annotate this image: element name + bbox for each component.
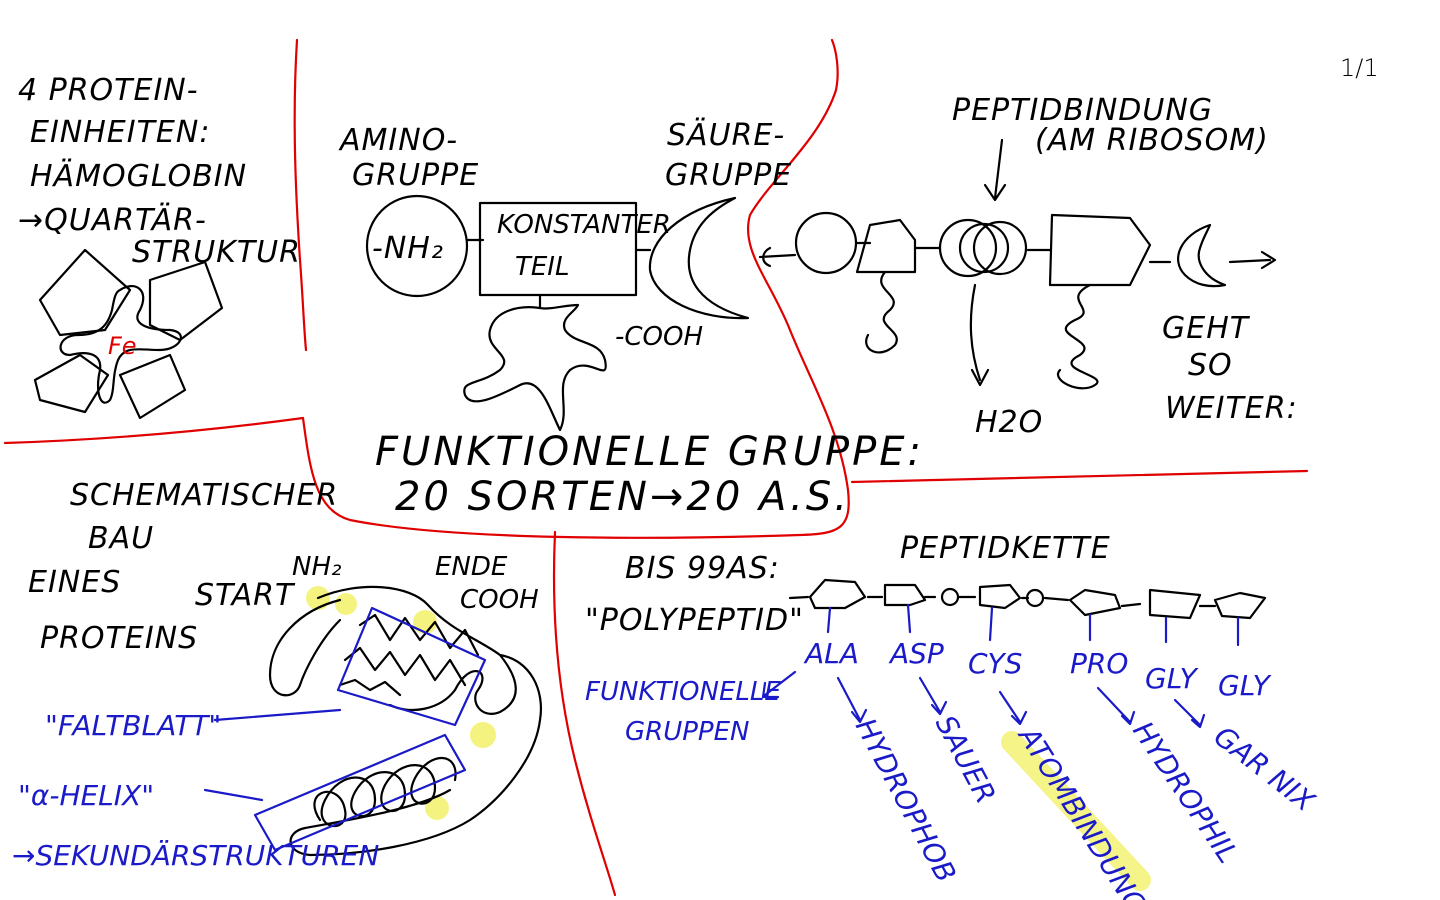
amino-gruppe-label-2: GRUPPE xyxy=(352,158,479,193)
helix-box xyxy=(253,733,467,852)
faltblatt-label: "FALTBLATT" xyxy=(45,709,221,742)
residue-pro: PRO xyxy=(1070,647,1128,680)
schema-line-4: PROTEINS xyxy=(40,621,198,656)
quartar-line-5: STRUKTUR xyxy=(132,235,301,270)
faltblatt-zigzag xyxy=(338,613,480,697)
divider-right-horizontal xyxy=(850,469,1309,484)
page-indicator: 1/1 xyxy=(1340,54,1379,82)
iron-fe-label: Fe xyxy=(108,332,137,360)
divider-left-vertical xyxy=(293,38,308,352)
amino-gruppe-label-1: AMINO- xyxy=(338,123,458,158)
section-aminosaeure: AMINO- GRUPPE -NH₂ KONSTANTER TEIL SÄURE… xyxy=(338,117,924,520)
start-nh2-label: NH₂ xyxy=(292,552,341,582)
cooh-label: -COOH xyxy=(615,322,703,352)
functional-group-squiggle xyxy=(463,294,607,432)
faltblatt-box xyxy=(336,606,487,727)
residue-gly-2: GLY xyxy=(1218,669,1272,702)
ende-cooh-label: COOH xyxy=(460,585,539,615)
geht-label-3: WEITER: xyxy=(1165,391,1298,426)
geht-label-1: GEHT xyxy=(1162,311,1251,346)
schema-line-3: EINES xyxy=(28,565,121,600)
section-peptidkette: BIS 99AS: "POLYPEPTID" PEPTIDKETTE ALA A… xyxy=(585,531,1321,900)
section-dividers xyxy=(3,38,1309,897)
residue-gly-1: GLY xyxy=(1145,662,1199,695)
quartar-line-4: →QUARTÄR- xyxy=(18,202,207,238)
protein-backbone xyxy=(268,585,543,857)
divider-bottom-vertical xyxy=(552,530,617,897)
ende-label: ENDE xyxy=(435,552,508,582)
section-quartaerstruktur: 4 PROTEIN- EINHEITEN: HÄMOGLOBIN →QUARTÄ… xyxy=(18,73,301,420)
section-peptidbindung: PEPTIDBINDUNG (AM RIBOSOM) H2O GEHT SO W… xyxy=(758,93,1298,440)
peptidbindung-arrow xyxy=(983,138,1007,202)
funktionelle-gruppen-label-1: FUNKTIONELLE xyxy=(585,677,781,707)
konstanter-teil-label-1: KONSTANTER xyxy=(497,210,671,240)
property-gar-nix: GAR NIX xyxy=(1208,720,1322,819)
bis-99as-label: BIS 99AS: xyxy=(625,551,780,586)
funktionelle-gruppe-label: FUNKTIONELLE GRUPPE: xyxy=(375,429,924,475)
schema-line-1: SCHEMATISCHER xyxy=(70,478,338,513)
start-label: START xyxy=(195,578,296,613)
peptidkette-title: PEPTIDKETTE xyxy=(900,531,1111,566)
property-sauer: SAUER xyxy=(929,710,1003,809)
section-schematischer-bau: SCHEMATISCHER BAU EINES PROTEINS START N… xyxy=(12,478,543,872)
amino-group-circle xyxy=(365,194,469,298)
peptidbindung-subtitle: (AM RIBOSOM) xyxy=(1035,123,1269,158)
residue-asp: ASP xyxy=(888,637,944,670)
peptidbindung-title: PEPTIDBINDUNG xyxy=(952,93,1213,128)
funktionelle-gruppen-label-2: GRUPPEN xyxy=(625,717,749,747)
quartar-line-3: HÄMOGLOBIN xyxy=(30,158,247,194)
residue-cys: CYS xyxy=(968,647,1022,680)
saeure-gruppe-label-1: SÄURE- xyxy=(667,117,785,153)
quartar-line-1: 4 PROTEIN- xyxy=(18,73,199,108)
sorten-label: 20 SORTEN→20 A.S. xyxy=(395,474,850,520)
peptide-chain xyxy=(788,578,1267,620)
h2o-label: H2O xyxy=(975,405,1043,440)
helix-label: "α-HELIX" xyxy=(18,779,154,812)
quartar-line-2: EINHEITEN: xyxy=(30,115,210,150)
saeure-gruppe-label-2: GRUPPE xyxy=(665,158,792,193)
nh2-label: -NH₂ xyxy=(372,231,444,266)
schema-line-2: BAU xyxy=(88,521,154,556)
atombindung-highlight xyxy=(1001,731,1151,891)
hemoglobin-drawing: Fe xyxy=(33,248,224,420)
saeure-group-crescent xyxy=(648,196,750,320)
divider-center-bowl xyxy=(301,38,850,539)
sekundaerstrukturen-label: →SEKUNDÄRSTRUKTUREN xyxy=(12,839,379,872)
polypeptid-label: "POLYPEPTID" xyxy=(585,603,804,638)
geht-label-2: SO xyxy=(1188,348,1233,383)
divider-top-left-horizontal xyxy=(3,416,305,445)
residue-ala: ALA xyxy=(803,637,859,670)
konstanter-teil-label-2: TEIL xyxy=(515,252,569,282)
